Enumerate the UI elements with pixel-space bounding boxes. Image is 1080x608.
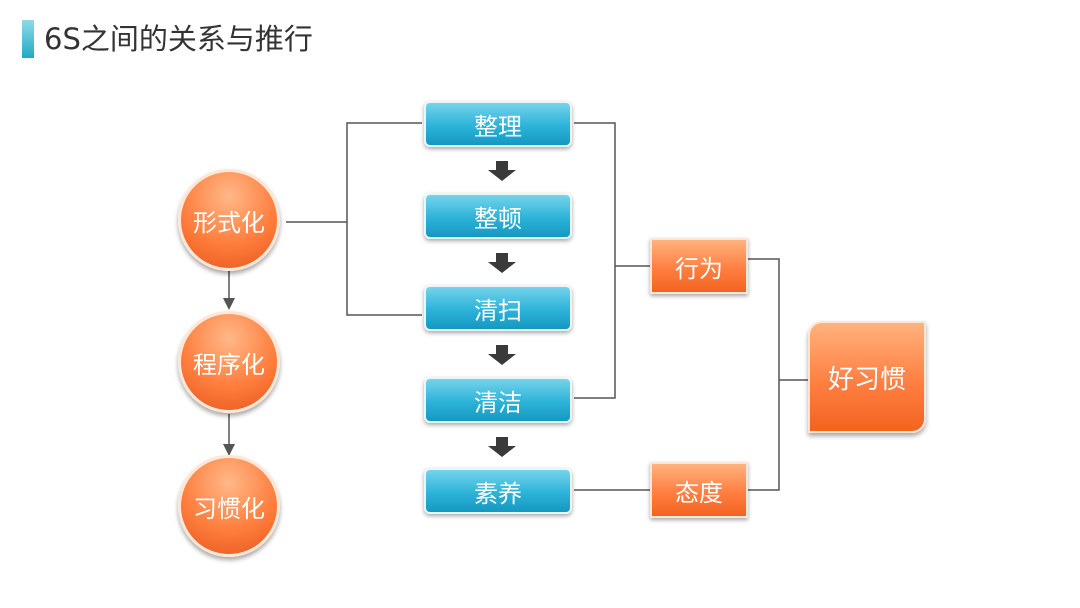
title-accent-bar <box>22 20 34 58</box>
stage-proceduralization: 程序化 <box>178 311 280 413</box>
outcome-behavior: 行为 <box>650 238 748 294</box>
down-arrow-icon <box>488 437 516 457</box>
step-seiso: 清扫 <box>424 285 572 331</box>
stage-formalization: 形式化 <box>178 169 280 271</box>
down-arrow-icon <box>488 161 516 181</box>
step-seiketsu: 清洁 <box>424 377 572 423</box>
connector-behavior-bracket <box>574 122 616 399</box>
outcome-attitude: 态度 <box>650 462 748 518</box>
connector-formal-bracket <box>346 122 422 316</box>
step-seiton: 整顿 <box>424 193 572 239</box>
down-arrow-icon <box>488 253 516 273</box>
connector-habit-bracket <box>748 258 780 491</box>
outcome-good-habit: 好习惯 <box>808 321 926 433</box>
down-arrow-icon <box>488 345 516 365</box>
page-title: 6S之间的关系与推行 <box>44 22 313 56</box>
step-shitsuke: 素养 <box>424 468 572 514</box>
step-seiri: 整理 <box>424 101 572 147</box>
stage-habituation: 习惯化 <box>178 455 280 557</box>
